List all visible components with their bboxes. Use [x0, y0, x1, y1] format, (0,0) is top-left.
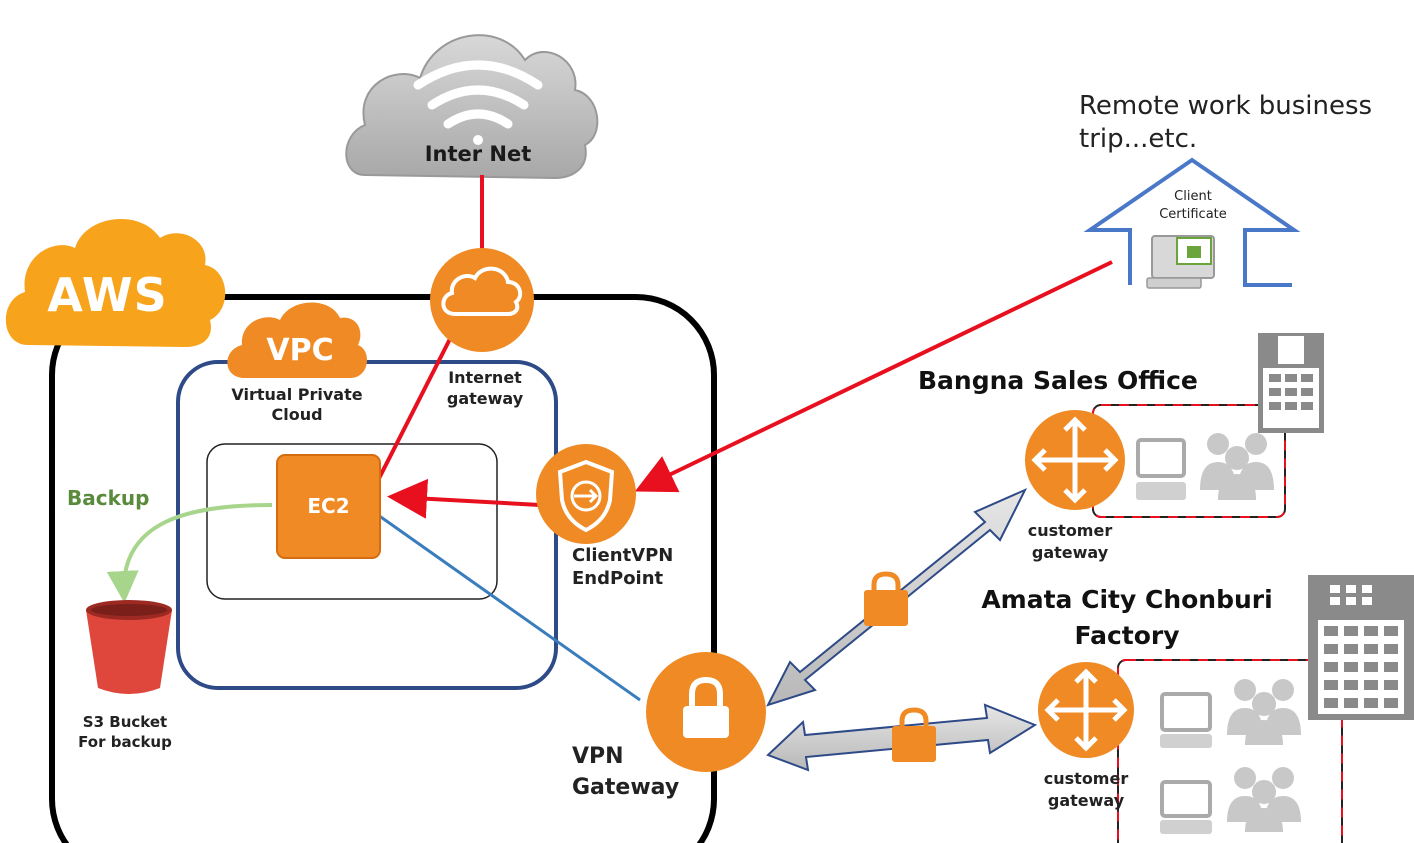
s3-bucket-icon: [86, 600, 172, 694]
building-icon: [1258, 333, 1324, 433]
remote-house: [1083, 157, 1301, 289]
bangna-office-title: Bangna Sales Office: [918, 366, 1198, 395]
building-icon: [1308, 575, 1414, 720]
users-icon: [1227, 767, 1301, 832]
computer-icon: [1160, 692, 1212, 748]
wifi-icon: [413, 60, 543, 145]
amata-gateway-label: customer gateway: [1043, 769, 1129, 810]
aws-cloud-logo: [5, 218, 226, 347]
ec2-label: EC2: [307, 494, 350, 518]
users-icon: [1227, 679, 1301, 745]
backup-label: Backup: [67, 486, 150, 510]
lock-icon: [864, 571, 908, 626]
subnet-box: [206, 443, 498, 600]
internet-label: Inter Net: [424, 142, 532, 166]
amata-factory-title: Amata City Chonburi Factory: [981, 585, 1273, 651]
bangna-gateway-label: customer gateway: [1027, 521, 1113, 562]
vpc-label: Virtual Private Cloud: [231, 385, 363, 424]
remote-endpoint-link: [634, 260, 1113, 493]
s3-bucket-label: S3 Bucket For backup: [78, 713, 172, 751]
customer-gateway-router-icon: [1025, 410, 1125, 510]
internet-gateway-label: Internet gateway: [446, 368, 524, 408]
remote-work-label: Remote work business trip...etc.: [1079, 91, 1373, 155]
aws-label: AWS: [47, 268, 168, 322]
client-certificate-label: Client Certificate: [1159, 189, 1227, 222]
backup-link: [106, 503, 273, 603]
internet-gateway-icon: [430, 248, 534, 352]
vpc-cloud-badge: [227, 302, 368, 378]
customer-gateway-router-icon: [1038, 662, 1134, 758]
igw-ec2-link: [366, 334, 454, 501]
aws-region-boundary: [49, 294, 717, 843]
computer-icon: [1160, 780, 1212, 834]
vpn-gateway-icon: [646, 652, 766, 772]
ec2-vpn-link: [377, 513, 641, 702]
computer-icon: [1136, 438, 1186, 500]
internet-cloud: [345, 34, 599, 180]
client-vpn-endpoint-label: ClientVPN EndPoint: [572, 545, 674, 589]
vpn-gateway-label: VPN Gateway: [572, 744, 680, 800]
certificate-icon: [1176, 237, 1212, 265]
ec2-icon: [276, 454, 381, 559]
users-icon: [1200, 433, 1274, 500]
vpc-badge-label: VPC: [266, 333, 334, 368]
lock-icon: [892, 707, 936, 762]
endpoint-ec2-link: [387, 478, 541, 519]
client-vpn-endpoint-icon: [536, 444, 636, 544]
